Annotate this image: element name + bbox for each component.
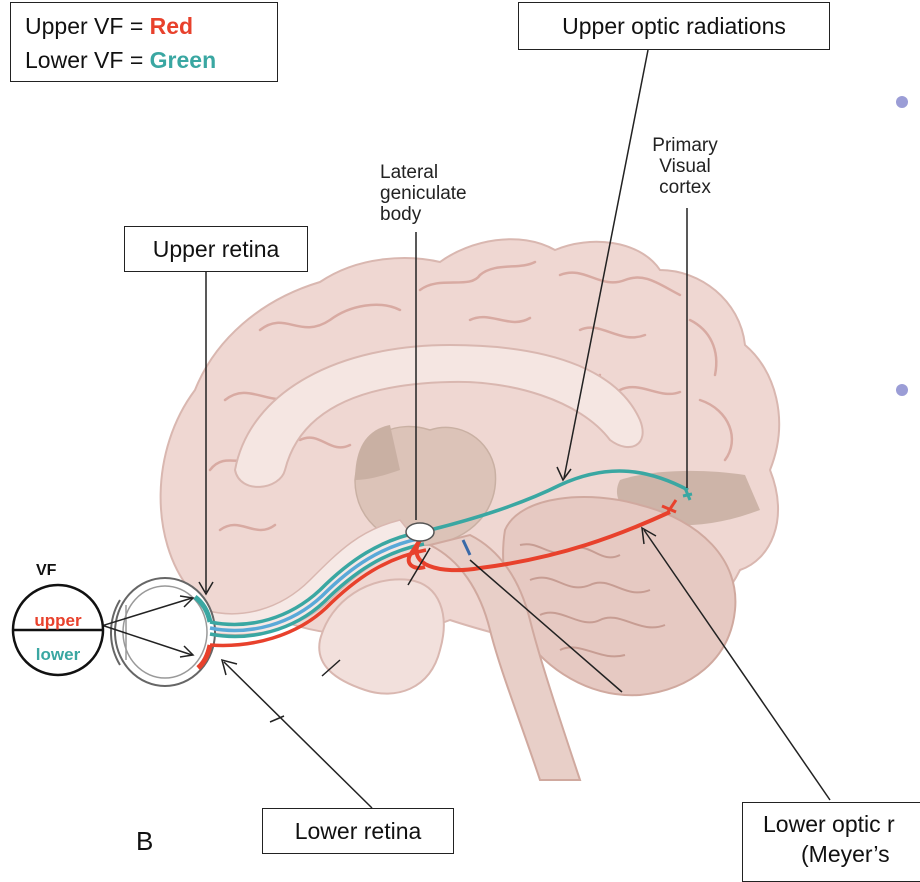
- corpus-callosum: [233, 343, 644, 488]
- legend-lower-line: Lower VF = Green: [25, 47, 217, 73]
- panel-letter: B: [136, 826, 154, 856]
- meyer-loop-root: [406, 538, 426, 570]
- upper-retina-label: Upper retina: [124, 226, 308, 272]
- visual-field-circle: [11, 583, 105, 677]
- lower-retina-marker: [196, 644, 213, 670]
- visual-field-title: VF: [36, 562, 57, 579]
- lateral-geniculate-body-node: [405, 522, 435, 542]
- brainstem: [427, 533, 582, 781]
- upper-optic-radiation-path: [429, 469, 689, 532]
- slide-bullet-icon: [896, 96, 908, 108]
- optic-pathway-fibres: [209, 530, 427, 648]
- primary-visual-cortex-label: Primary Visual cortex: [652, 135, 718, 198]
- eyeball: [110, 577, 216, 687]
- cortex-gyri: [208, 260, 734, 532]
- legend-box: Upper VF = Red Lower VF = Green: [10, 2, 278, 82]
- deep-shading: [355, 425, 400, 480]
- cortex-ending-lower: [661, 499, 678, 514]
- upper-optic-radiations-label: Upper optic radiations: [518, 2, 830, 50]
- visual-field-upper: upper: [34, 611, 82, 630]
- cortex-ending-upper: [682, 487, 693, 501]
- slide-bullet-icon: [896, 384, 908, 396]
- temporal-lobe: [318, 578, 445, 695]
- legend-red-word: Red: [149, 13, 194, 39]
- visual-field-lower: lower: [35, 645, 81, 664]
- plain-label-leaders: [269, 208, 688, 723]
- lgb-marker: [461, 539, 472, 556]
- legend-green-word: Green: [149, 47, 217, 73]
- callout-arrows: [55, 49, 831, 809]
- legend-upper-line: Upper VF = Red: [25, 13, 194, 39]
- lateral-geniculate-body-label: Lateral geniculate body: [380, 162, 467, 225]
- lower-optic-radiations-label: Lower optic r (Meyer’s: [742, 802, 920, 882]
- lower-retina-label: Lower retina: [262, 808, 454, 854]
- upper-retina-marker: [193, 595, 213, 623]
